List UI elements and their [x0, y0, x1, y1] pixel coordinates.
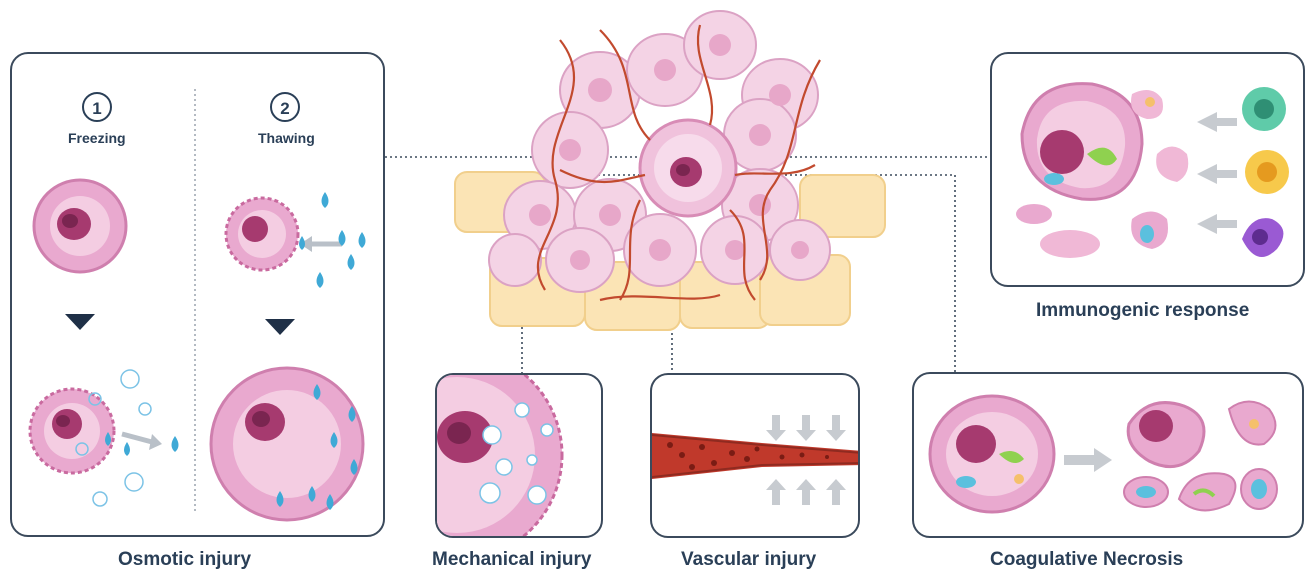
step-1-label: Freezing	[68, 130, 126, 146]
osmotic-injury-caption: Osmotic injury	[118, 549, 251, 571]
immunogenic-response-panel	[990, 52, 1305, 287]
vascular-injury-caption: Vascular injury	[681, 549, 816, 571]
osmotic-injury-panel: 1 Freezing 2 Thawing	[10, 52, 385, 537]
step-2-badge: 2	[270, 92, 300, 122]
coagulative-necrosis-caption: Coagulative Necrosis	[990, 549, 1183, 571]
immunogenic-illustration	[992, 54, 1305, 287]
mechanical-injury-panel	[435, 373, 603, 538]
mechanical-illustration	[437, 375, 603, 538]
immunogenic-response-caption: Immunogenic response	[1036, 300, 1249, 322]
vascular-injury-panel	[650, 373, 860, 538]
mechanical-injury-caption: Mechanical injury	[432, 549, 591, 571]
vascular-illustration	[652, 375, 860, 538]
osmotic-illustration	[12, 54, 385, 537]
step-1-badge: 1	[82, 92, 112, 122]
coagulative-illustration	[914, 374, 1304, 538]
step-2-label: Thawing	[258, 130, 315, 146]
coagulative-necrosis-panel	[912, 372, 1304, 538]
